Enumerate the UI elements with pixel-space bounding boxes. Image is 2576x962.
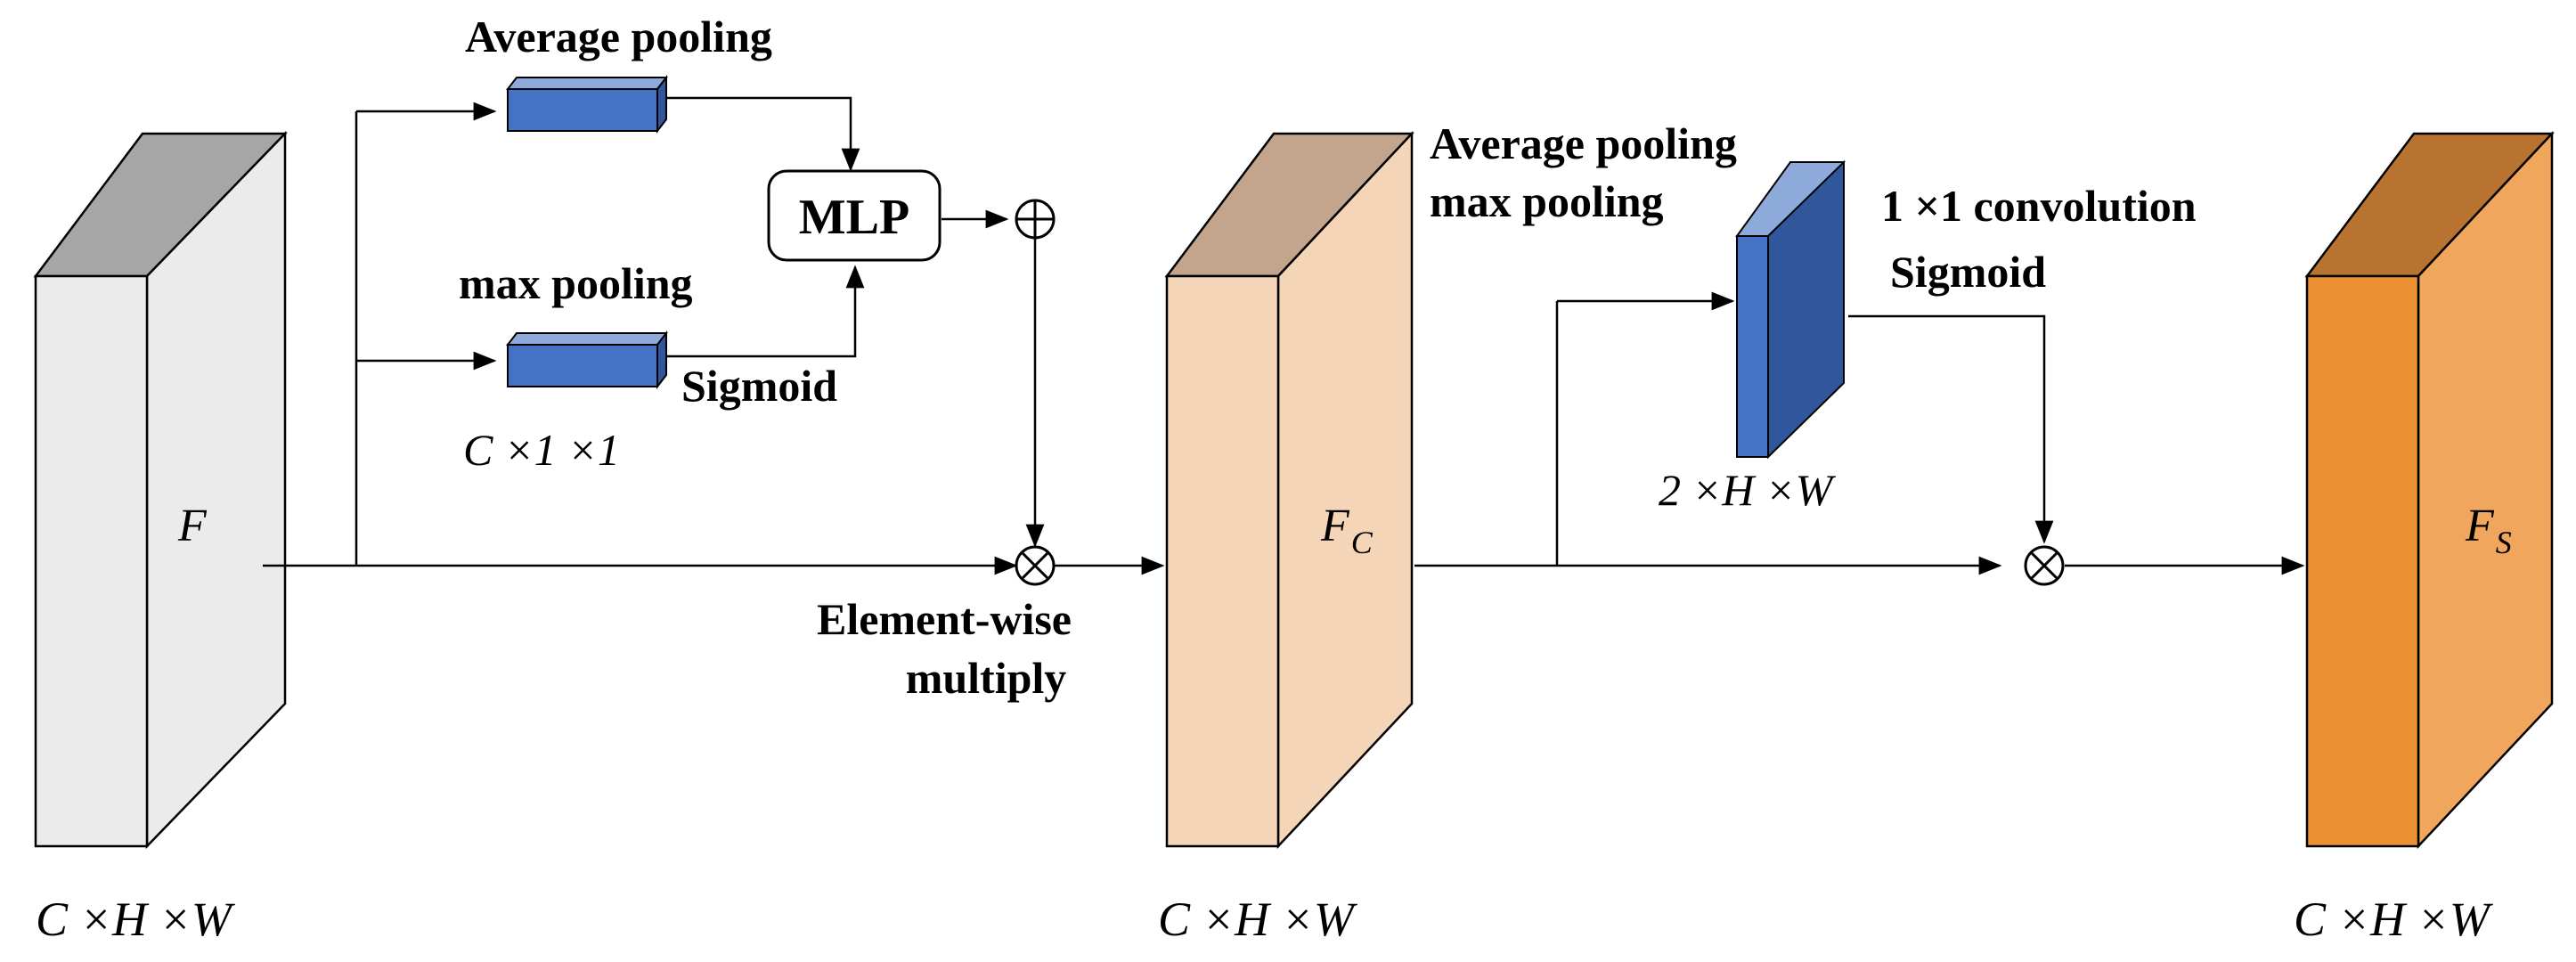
- spatial-refined-dims-label: C ×H ×W: [2294, 893, 2494, 946]
- element-wise-sum-icon: [1015, 199, 1056, 240]
- input-feature-map-label: F: [177, 501, 208, 551]
- spatial-multiply-icon: [2024, 545, 2065, 586]
- input-feature-map-front: [34, 274, 149, 848]
- mlp-label: MLP: [799, 190, 909, 245]
- conv-label: 1 ×1 convolution: [1881, 181, 2197, 231]
- multiply-label-line1: Element-wise: [817, 594, 1072, 644]
- channel-refined-label: FC: [1320, 501, 1374, 560]
- spatial-refined-feature-map: FS: [2304, 130, 2555, 850]
- input-feature-map: F: [33, 130, 288, 850]
- element-wise-multiply-icon: [1015, 545, 1056, 586]
- multiply-label-line2: multiply: [906, 653, 1067, 703]
- channel-refined-front: [1165, 274, 1280, 848]
- channel-refined-dims-label: C ×H ×W: [1158, 893, 1358, 946]
- mlp-block: MLP: [767, 169, 942, 262]
- spatial-refined-front: [2305, 274, 2420, 848]
- channel-refined-feature-map: FC: [1164, 130, 1414, 850]
- pooled-dims-label: C ×1 ×1: [463, 425, 620, 475]
- avg-pool-label: Average pooling: [465, 12, 772, 61]
- channel-sigmoid-label: Sigmoid: [681, 361, 837, 411]
- spatial-sigmoid-label: Sigmoid: [1890, 247, 2046, 297]
- input-dims-label: C ×H ×W: [36, 893, 236, 946]
- spatial-dims-label: 2 ×H ×W: [1659, 465, 1837, 515]
- max-pool-label: max pooling: [459, 258, 693, 308]
- spatial-refined-label: FS: [2465, 501, 2512, 560]
- spatial-pool-label-line1: Average pooling: [1430, 118, 1737, 168]
- avg-pool-vector: [505, 75, 669, 134]
- spatial-pool-label-line2: max pooling: [1430, 176, 1664, 226]
- channel-attention-connectors: [263, 96, 1165, 575]
- max-pool-vector: [505, 330, 669, 389]
- spatial-attention-connectors: [1414, 291, 2305, 575]
- spatial-pooled-map: [1735, 159, 1846, 460]
